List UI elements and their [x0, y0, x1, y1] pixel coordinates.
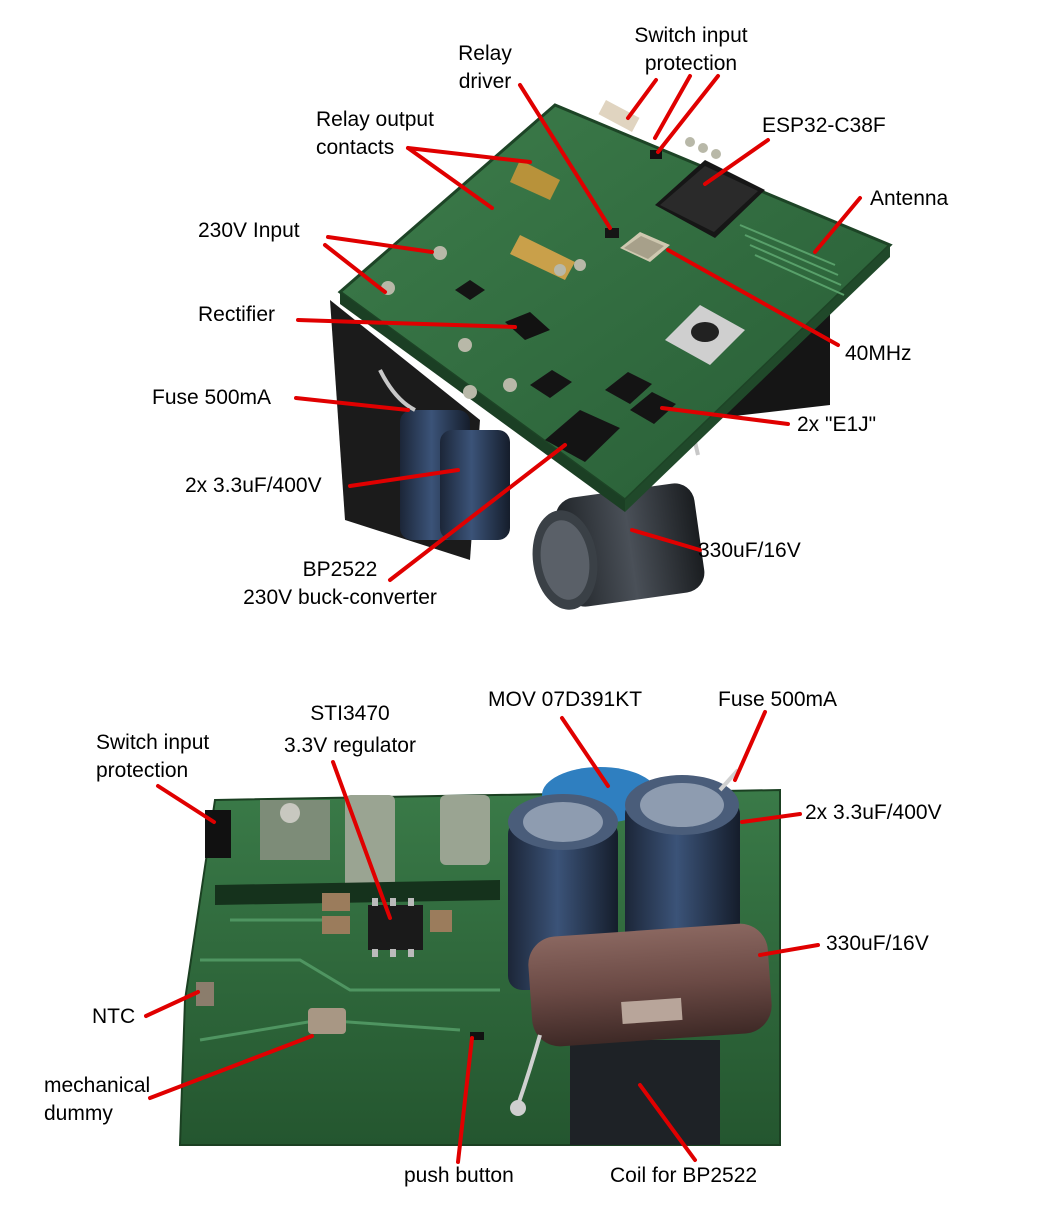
label-bp2522: BP2522 230V buck-converter [220, 556, 460, 612]
label-relay-driver-line1: Relay [458, 42, 512, 65]
top-pcb-edge-left [340, 292, 625, 512]
cap-lead-bottom [516, 1034, 542, 1106]
label-mov: MOV 07D391KT [488, 688, 643, 711]
smd-part-2 [455, 280, 485, 300]
solder-pads-top [381, 137, 721, 399]
antenna-trace [739, 224, 845, 296]
label-230v-input: 230V Input [198, 219, 300, 242]
label-bp2522-line1: BP2522 [302, 558, 378, 581]
label-mechanical-dummy-line2: dummy [44, 1102, 113, 1125]
label-e1j: 2x "E1J" [797, 413, 877, 436]
relay-driver-part [605, 228, 619, 238]
cap-330uf-top [532, 483, 705, 610]
rectifier-part [505, 312, 550, 340]
cap-330uf-bottom [528, 923, 772, 1047]
label-coil: Coil for BP2522 [610, 1164, 758, 1187]
label-relay-output-contacts-line1: Relay output [316, 108, 434, 131]
mechanical-dummy-part [308, 1008, 346, 1034]
label-push-button: push button [404, 1164, 514, 1187]
sti3470-chip [368, 898, 423, 957]
label-sti3470: STI3470 3.3V regulator [270, 700, 430, 760]
label-mechanical-dummy-line1: mechanical [44, 1074, 151, 1097]
label-40mhz: 40MHz [845, 342, 912, 365]
switch-protection-resistor [598, 100, 640, 132]
leader-lines-top [294, 74, 862, 582]
board-slot [215, 880, 500, 905]
label-relay-driver-line2: driver [458, 70, 512, 93]
label-sti3470-line2: 3.3V regulator [284, 734, 416, 757]
label-antenna: Antenna [870, 187, 949, 210]
label-sti3470-line1: STI3470 [310, 702, 390, 725]
push-button-pads [470, 1032, 484, 1040]
bp2522-chip [545, 410, 620, 462]
label-mechanical-dummy: mechanical dummy [44, 1072, 150, 1128]
leader-lines-bottom [144, 710, 820, 1164]
ntc-part [196, 982, 214, 1006]
label-bp2522-line2: 230V buck-converter [243, 586, 437, 609]
label-caps-400v-bottom: 2x 3.3uF/400V [805, 801, 942, 824]
e1j-diode-1 [605, 372, 652, 404]
label-relay-output-contacts: Relay output contacts [316, 106, 434, 162]
bottom-photo [144, 710, 820, 1164]
label-switch-input-protection-top: Switch input protection [620, 22, 762, 78]
label-fuse-bottom: Fuse 500mA [718, 688, 838, 711]
esp32-chip [655, 160, 765, 238]
label-relay-output-contacts-line2: contacts [316, 136, 395, 159]
label-ntc: NTC [92, 1005, 136, 1028]
label-switch-input-protection-top-line1: Switch input [634, 24, 748, 47]
push-button-top [665, 305, 745, 365]
label-switch-input-protection-bottom-line1: Switch input [96, 731, 210, 754]
cap-400v-right [440, 430, 510, 540]
smd-caps-bottom [196, 893, 452, 1034]
label-esp32: ESP32-C38F [762, 114, 886, 137]
label-fuse-top: Fuse 500mA [152, 386, 272, 409]
fuse-lead-bottom [718, 768, 740, 792]
label-switch-input-protection-top-line2: protection [644, 52, 738, 75]
switch-protection-part [650, 150, 662, 159]
pad-area-3 [440, 795, 490, 865]
label-caps-400v-top: 2x 3.3uF/400V [185, 474, 322, 497]
crystal-40mhz [620, 232, 670, 262]
top-pcb-edge-right [625, 245, 890, 512]
label-cap-16v-top: 330uF/16V [698, 539, 801, 562]
label-switch-input-protection-bottom-line2: protection [96, 759, 189, 782]
fuse-lead [378, 369, 416, 412]
e1j-diode-2 [630, 392, 676, 424]
solder-joint [510, 1100, 526, 1116]
pad-area-2 [345, 795, 395, 890]
label-cap-16v-bottom: 330uF/16V [826, 932, 929, 955]
mount-hole [280, 803, 300, 823]
label-rectifier: Rectifier [198, 303, 276, 326]
label-switch-input-protection-bottom: Switch input protection [96, 729, 209, 785]
relay-contact-1 [510, 160, 560, 200]
smd-part [530, 370, 572, 398]
label-relay-driver: Relay driver [440, 40, 530, 96]
top-photo [294, 74, 893, 610]
